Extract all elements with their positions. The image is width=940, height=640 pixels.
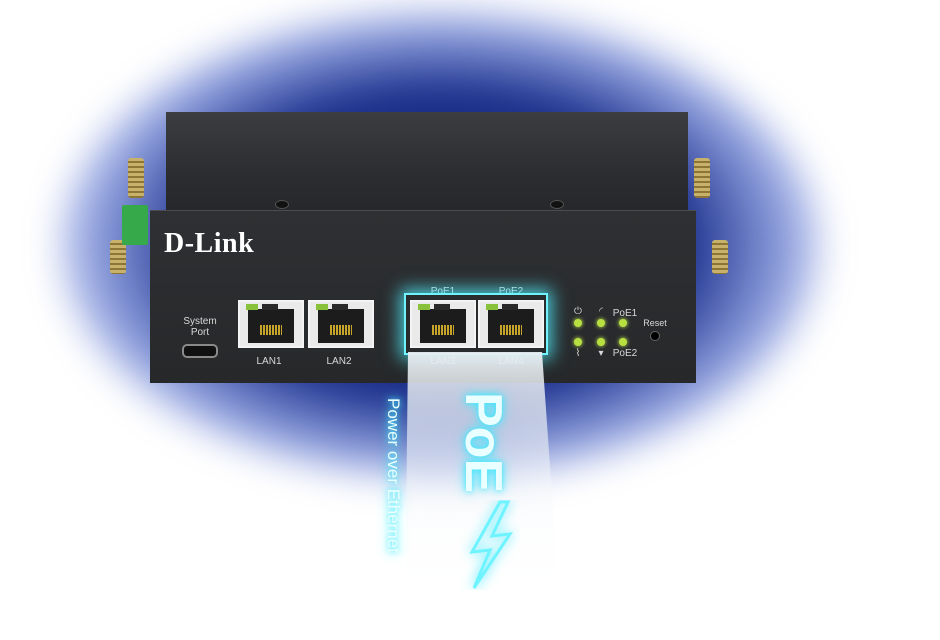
signal-led — [574, 338, 582, 346]
signal-icon: ⌇ — [575, 348, 581, 359]
system-port-label: System Port — [183, 316, 217, 338]
lan3-port[interactable] — [410, 300, 476, 348]
poe2-port-label: PoE2 — [498, 286, 524, 297]
lan1-label: LAN1 — [256, 356, 282, 367]
power-icon: ⏻ — [574, 306, 582, 317]
rj45-jack — [248, 309, 294, 343]
brand-logo: D-Link — [164, 228, 255, 259]
cellular-led — [597, 338, 605, 346]
poe-headline: PoE — [454, 392, 512, 494]
device-top-panel — [166, 112, 688, 222]
screw-left — [275, 200, 289, 209]
link-led — [418, 304, 430, 310]
lan2-label: LAN2 — [326, 356, 352, 367]
lan4-label: LAN4 — [498, 356, 524, 367]
rj45-jack — [488, 309, 534, 343]
reset-label: Reset — [643, 318, 667, 328]
screw-right — [550, 200, 564, 209]
wireless-led — [597, 319, 605, 327]
power-led — [574, 319, 582, 327]
link-led — [316, 304, 328, 310]
lan2-port[interactable] — [308, 300, 374, 348]
poe1-port-label: PoE1 — [430, 286, 456, 297]
poe1-led — [619, 319, 627, 327]
poe2-led — [619, 338, 627, 346]
antenna-left-top — [128, 158, 144, 198]
poe-port-highlight — [404, 293, 548, 355]
lan1-port[interactable] — [238, 300, 304, 348]
lan4-port[interactable] — [478, 300, 544, 348]
reset-button[interactable] — [650, 331, 660, 341]
antenna-left-bottom — [110, 240, 126, 274]
link-led — [246, 304, 258, 310]
link-led — [486, 304, 498, 310]
rj45-jack — [318, 309, 364, 343]
micro-usb-port[interactable] — [182, 344, 218, 358]
lan3-label: LAN3 — [430, 356, 456, 367]
rj45-jack — [420, 309, 466, 343]
poe2-led-label: PoE2 — [612, 348, 638, 359]
cellular-icon: ▾ — [598, 348, 604, 359]
lightning-bolt-icon — [469, 500, 514, 589]
wireless-icon: ◜ — [599, 306, 603, 317]
power-over-ethernet-text: Power over Ethernet — [384, 398, 403, 553]
antenna-right-bottom — [712, 240, 728, 274]
antenna-right-top — [694, 158, 710, 198]
power-terminal-block — [122, 205, 148, 245]
poe1-led-label: PoE1 — [612, 308, 638, 319]
